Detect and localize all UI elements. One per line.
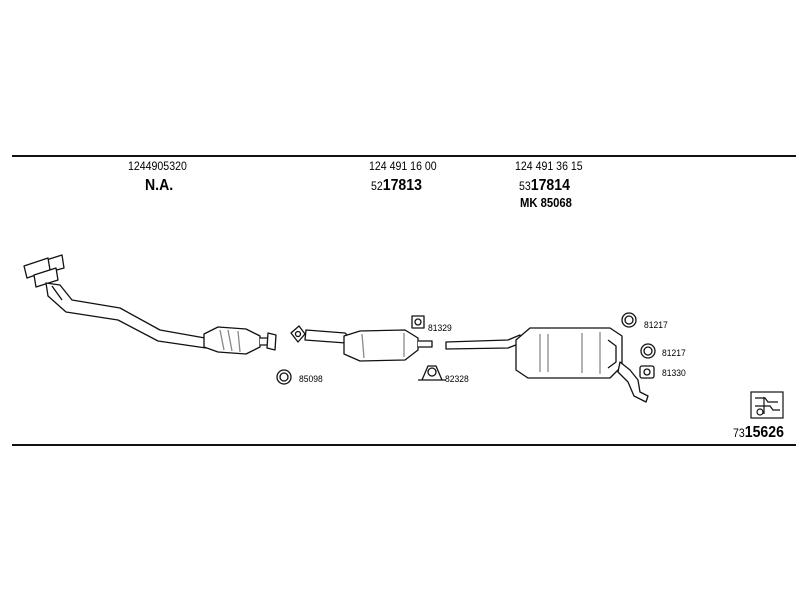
hanger-81330 (639, 365, 655, 379)
part-label-81217-b: 81217 (662, 348, 686, 359)
part-code-2-main: 17813 (382, 177, 422, 194)
center-silencer (304, 329, 433, 362)
rear-silencer (515, 327, 649, 403)
front-pipe (23, 254, 207, 349)
part-code-2-prefix: 52 (371, 179, 383, 193)
oe-number-3: 124 491 36 15 (515, 161, 583, 173)
part-code-1: N.A. (145, 178, 173, 194)
part-label-81329: 81329 (428, 323, 452, 334)
part-label-81330: 81330 (662, 368, 686, 379)
intermediate-pipe (445, 334, 522, 350)
part-code-3-main: 17814 (530, 177, 570, 194)
part-label-85098: 85098 (299, 374, 323, 385)
catalytic-converter (203, 326, 277, 355)
oxygen-sensor-icon (750, 391, 784, 419)
part-code-1-main: N.A. (145, 177, 174, 194)
hanger-81329 (411, 315, 425, 329)
part-label-82328: 82328 (445, 374, 469, 385)
part-code-2: 5217813 (371, 178, 422, 194)
part-code-3-prefix: 53 (519, 179, 531, 193)
bottom-rule (12, 444, 796, 446)
part-label-81217-a: 81217 (644, 320, 668, 331)
top-rule (12, 155, 796, 157)
part-code-3: 5317814 (519, 178, 570, 194)
clamp-82328 (418, 365, 446, 381)
oe-number-1: 1244905320 (128, 161, 187, 173)
diagram-code-prefix: 73 (733, 426, 745, 440)
diagram-code: 7315626 (733, 425, 784, 441)
mounting-kit-code: MK 85068 (520, 196, 572, 210)
diagram-code-main: 15626 (744, 424, 784, 441)
oe-number-2: 124 491 16 00 (369, 161, 437, 173)
